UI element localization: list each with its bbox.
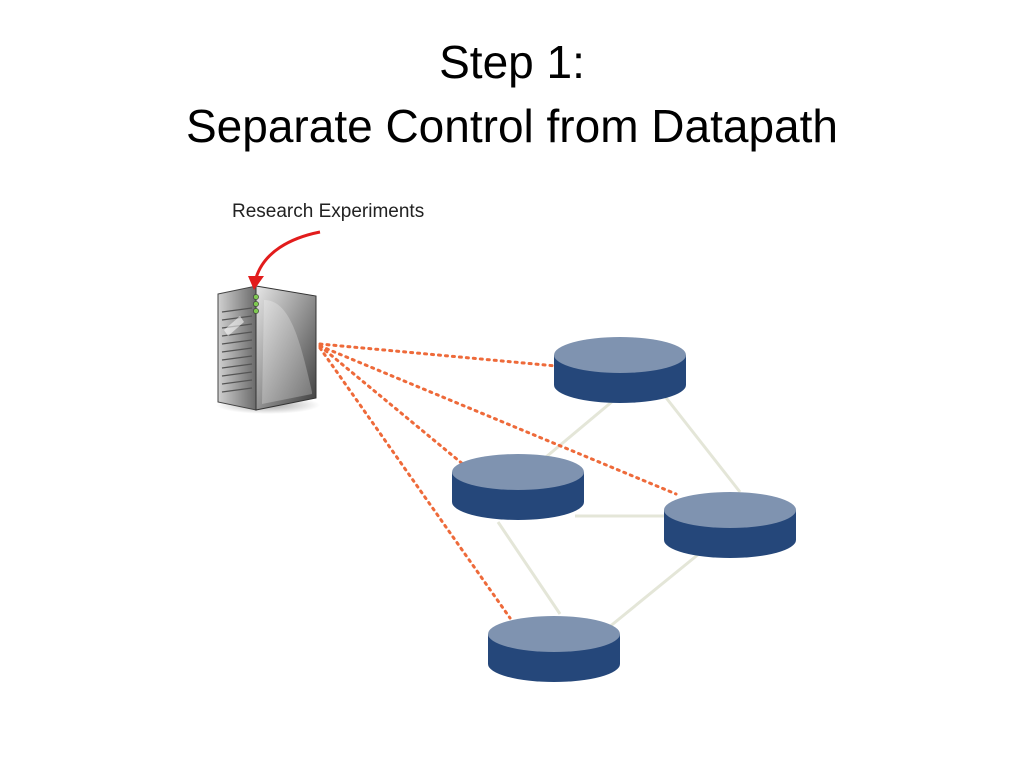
annotation-arrow [248,230,321,290]
title-line-2: Separate Control from Datapath [185,100,839,152]
data-link-right-bottom [607,551,701,630]
data-link-mid-bottom [496,521,562,615]
annotation-label: Research Experiments [232,201,425,222]
switch-top [554,337,686,403]
title-line-1: Step 1: [439,36,585,88]
control-link-mid [318,344,472,472]
switch-middle [452,454,584,520]
control-link-right [318,344,678,496]
data-link-top-mid [539,393,621,464]
data-link-top-right [658,389,742,493]
slide-title: Step 1: Separate Control from Datapath [0,30,1024,158]
switch-right [664,492,796,558]
control-link-bottom [318,346,512,620]
switch-bottom [488,616,620,682]
control-links [318,342,678,620]
server-icon [216,285,320,414]
control-link-top [318,342,558,368]
data-links [496,389,742,630]
